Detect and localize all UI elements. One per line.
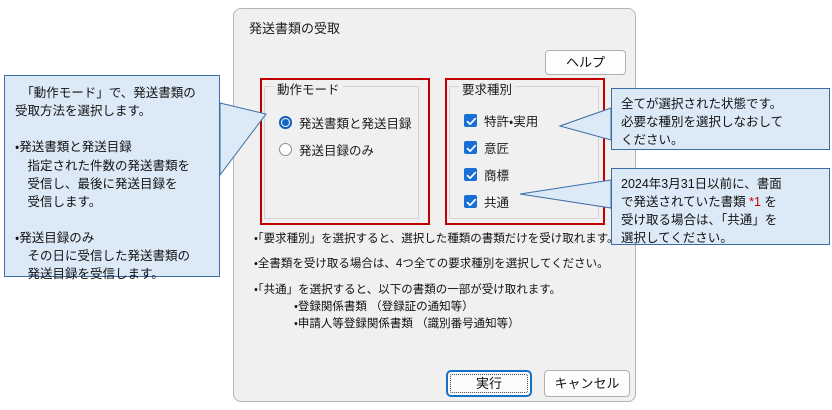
- callout-common-text-part1: 2024年3月31日以前に、書面 で発送されていた書類: [621, 177, 782, 210]
- checkbox-patent-utility[interactable]: 特許・実用: [464, 111, 538, 130]
- note-line-3-sub-1: ・登録関係書類 （登録証の通知等）: [294, 300, 474, 313]
- radio-send-docs-and-list-label: 発送書類と発送目録: [299, 117, 412, 131]
- cancel-button-label: キャンセル: [554, 376, 620, 391]
- checkbox-design[interactable]: 意匠: [464, 138, 509, 157]
- footnote-reference: *1: [749, 195, 761, 210]
- operation-mode-group: 動作モード 発送書類と発送目録 発送目録のみ: [264, 79, 419, 219]
- checkbox-design-label: 意匠: [484, 142, 510, 156]
- run-button[interactable]: 実行: [446, 370, 532, 397]
- checkbox-checked-icon: [464, 195, 477, 208]
- radio-send-docs-and-list[interactable]: 発送書類と発送目録: [279, 113, 412, 132]
- request-type-group-title: 要求種別: [459, 79, 516, 98]
- note-line-3-sub-2: ・申請人等登録関係書類 （識別番号通知等）: [294, 318, 520, 330]
- radio-list-only-label: 発送目録のみ: [299, 144, 375, 158]
- checkbox-checked-icon: [464, 114, 477, 127]
- note-line-3: ・「共通」を選択すると、以下の書類の一部が受け取れます。: [254, 283, 562, 296]
- notes-block: ・「要求種別」を選択すると、選択した種類の書類だけを受け取れます。 ・全書類を受…: [254, 231, 629, 333]
- checkbox-trademark[interactable]: 商標: [464, 165, 509, 184]
- checkbox-patent-utility-label: 特許・実用: [484, 115, 539, 129]
- note-line-2: ・全書類を受け取る場合は、4つ全ての要求種別を選択してください。: [254, 258, 609, 271]
- checkbox-trademark-label: 商標: [484, 169, 510, 183]
- radio-list-only[interactable]: 発送目録のみ: [279, 140, 374, 159]
- help-button[interactable]: ヘルプ: [545, 50, 626, 75]
- run-button-label: 実行: [475, 376, 502, 391]
- dialog-title: 発送書類の受取: [249, 21, 341, 36]
- cancel-button[interactable]: キャンセル: [544, 370, 630, 397]
- note-line-1: ・「要求種別」を選択すると、選択した種類の書類だけを受け取れます。: [254, 233, 619, 245]
- dialog-window: 発送書類の受取 ヘルプ 動作モード 発送書類と発送目録 発送目録のみ 要求種別 …: [233, 8, 636, 402]
- request-type-group: 要求種別 特許・実用 意匠 商標 共通: [449, 79, 599, 219]
- help-button-label: ヘルプ: [565, 55, 605, 70]
- checkbox-common[interactable]: 共通: [464, 192, 509, 211]
- callout-operation-mode: 「動作モード」で、発送書類の 受取方法を選択します。 ・発送書類と発送目録 指定…: [4, 75, 220, 281]
- radio-unselected-icon: [279, 143, 292, 156]
- radio-selected-icon: [279, 116, 292, 129]
- callout-all-selected: 全てが選択された状態です。 必要な種別を選択しなおして ください。: [611, 88, 830, 150]
- callout-common-notice: 2024年3月31日以前に、書面 で発送されていた書類 *1 を 受け取る場合は…: [611, 168, 830, 245]
- checkbox-common-label: 共通: [484, 196, 510, 210]
- operation-mode-group-title: 動作モード: [274, 79, 343, 98]
- checkbox-checked-icon: [464, 141, 477, 154]
- callout-common-text-part2: を 受け取る場合は、「共通」を 選択してください。: [621, 195, 778, 246]
- checkbox-checked-icon: [464, 168, 477, 181]
